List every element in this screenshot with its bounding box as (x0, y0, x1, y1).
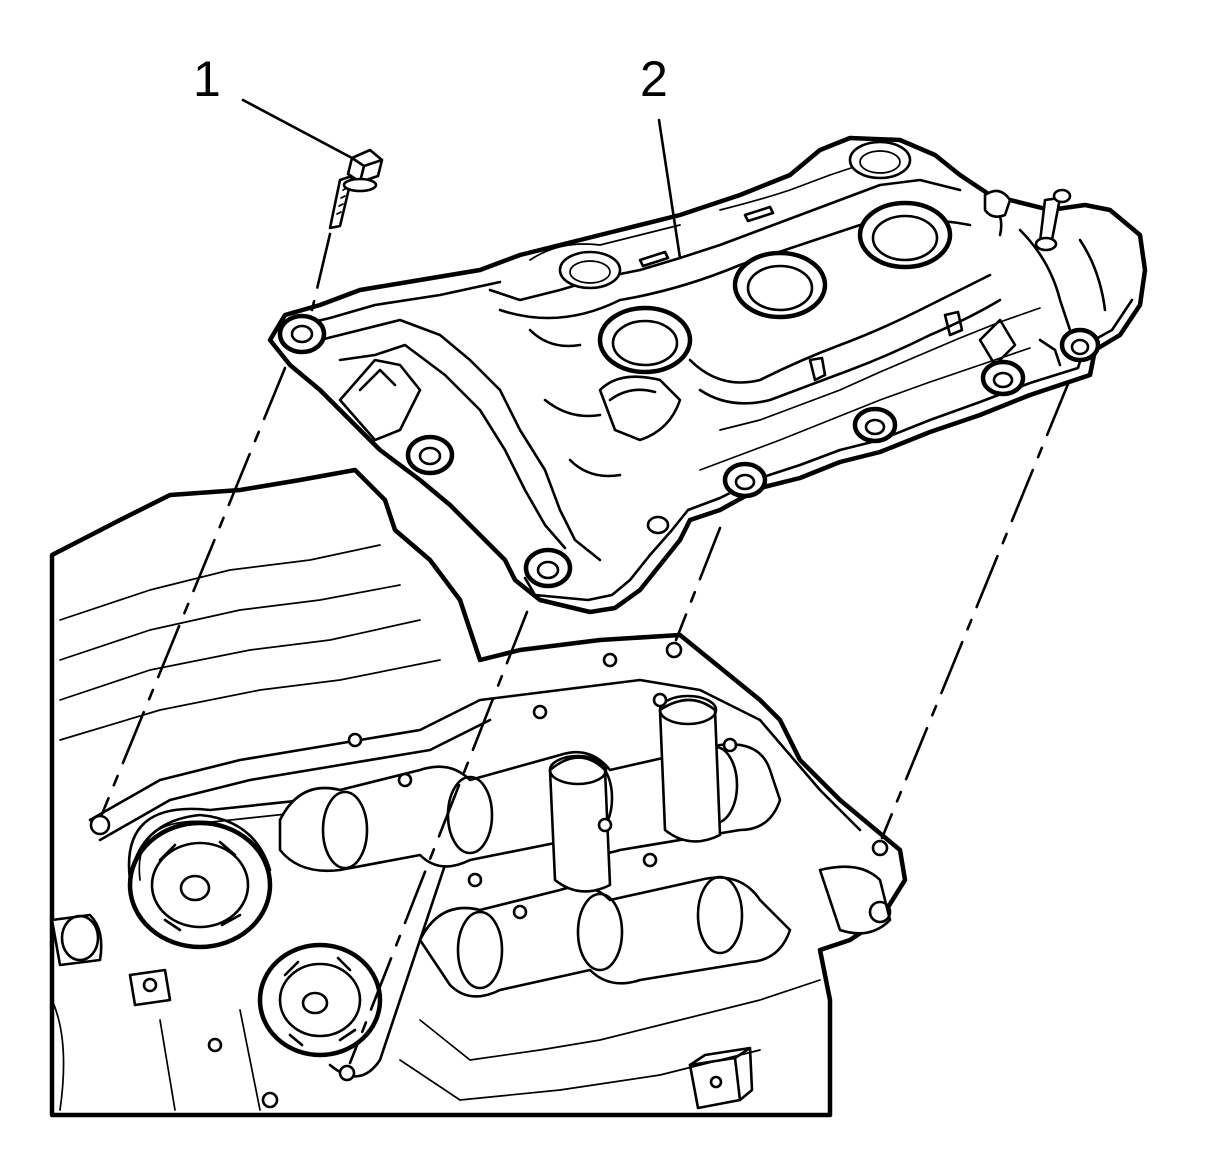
cylinder-head-assembly (49, 467, 908, 1118)
cover-bolt-bosses (277, 313, 1101, 589)
plug-holes (558, 140, 953, 375)
camshaft-front (418, 875, 792, 998)
callout-1: 1 (193, 51, 354, 160)
cam-sprocket-lower (257, 942, 383, 1058)
head-bolt-hole-front (338, 1064, 356, 1082)
callout-label-2: 2 (640, 51, 668, 107)
cam-sprocket-upper (127, 813, 273, 950)
head-bolt-hole-right (871, 839, 889, 857)
cover-stud-rear (1034, 188, 1072, 252)
alignment-lines (100, 232, 1070, 1065)
head-bolt-hole-left (89, 814, 111, 836)
bolt (328, 148, 384, 230)
leader-line-2 (657, 118, 682, 260)
spark-plug-tubes (548, 694, 722, 893)
head-bolt-hole-rear (665, 641, 683, 659)
callout-2: 2 (640, 51, 682, 260)
callout-label-1: 1 (193, 51, 221, 107)
leader-line-1 (241, 98, 354, 160)
bearing-cap-studs (347, 652, 738, 920)
camshaft-cover (267, 135, 1148, 615)
